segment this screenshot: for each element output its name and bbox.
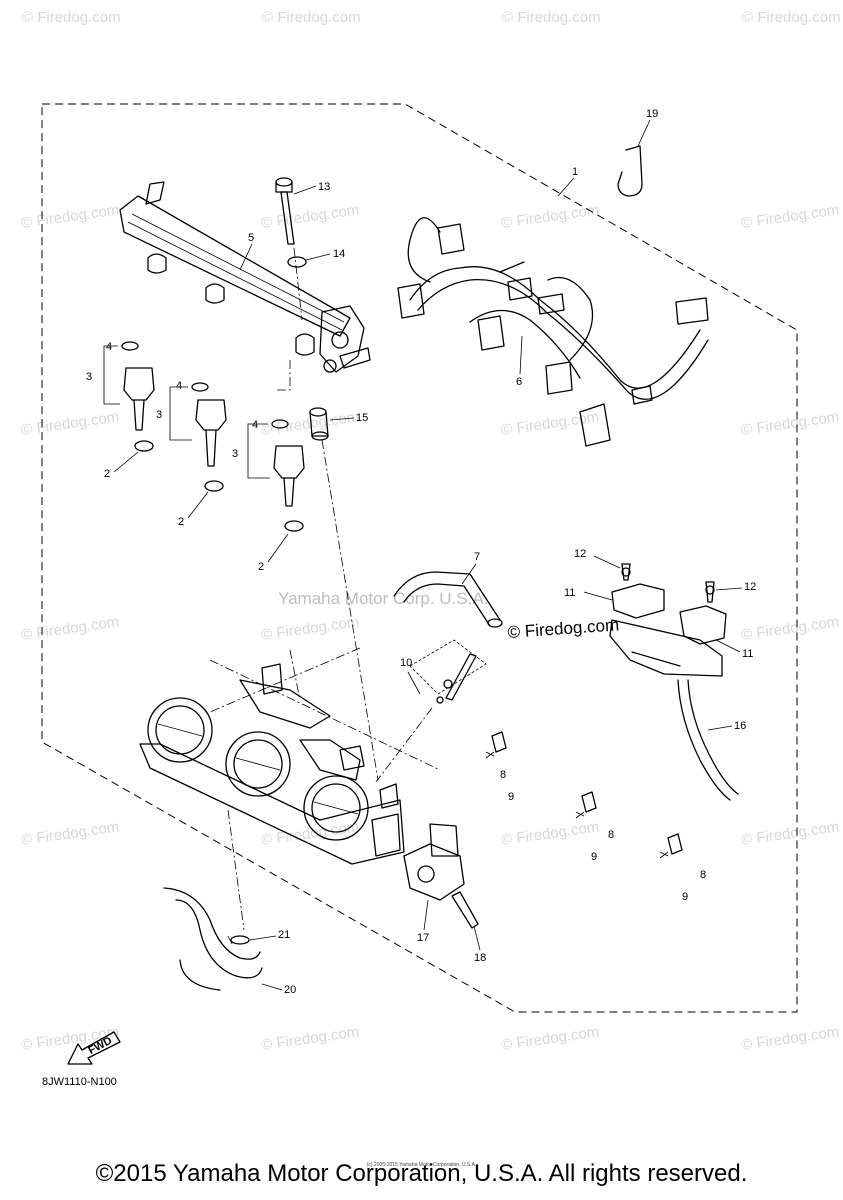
injector	[271, 419, 305, 532]
watermark-large: © Firedog.com	[507, 615, 620, 642]
watermark: © Firedog.com	[20, 818, 120, 849]
callout-number: 9	[508, 791, 514, 803]
copyright-watermark: Yamaha Motor Corp. U.S.A.	[278, 589, 488, 608]
callout-number: 6	[516, 376, 522, 388]
fwd-label: FWD	[86, 1035, 114, 1057]
vacuum-cap	[659, 833, 683, 859]
callout-number: 18	[474, 952, 486, 964]
callout-number: 21	[278, 929, 290, 941]
leader-line	[293, 247, 303, 321]
watermark: © Firedog.com	[500, 818, 600, 849]
callout-number: 1	[572, 166, 578, 178]
fine-print: (c) 2005-2015 Yamaha Motor Corporation, …	[366, 1162, 477, 1168]
callout-number: 17	[417, 932, 429, 944]
callout-number: 8	[608, 829, 614, 841]
copyright-footer: ©2015 Yamaha Motor Corporation, U.S.A. A…	[95, 1160, 748, 1187]
bolt	[275, 177, 295, 245]
callout-number: 4	[176, 380, 182, 392]
watermark: © Firedog.com	[262, 9, 361, 26]
callout-number: 4	[252, 419, 258, 431]
watermark: © Firedog.com	[20, 613, 120, 644]
callout-number: 4	[106, 341, 112, 353]
callout-number: 8	[500, 769, 506, 781]
callout-number: 13	[318, 181, 330, 193]
watermark: © Firedog.com	[22, 9, 121, 26]
callout-number: 7	[474, 551, 480, 563]
callout-number: 12	[744, 581, 756, 593]
callout-number: 9	[682, 891, 688, 903]
callout-number: 20	[284, 984, 296, 996]
sensor-bracket	[609, 563, 727, 677]
group-bracket	[169, 386, 192, 441]
callout-number: 19	[646, 108, 658, 120]
watermark: © Firedog.com	[20, 201, 120, 232]
callout-number: 8	[700, 869, 706, 881]
watermark: © Firedog.com	[740, 613, 840, 644]
callout-number: 16	[734, 720, 746, 732]
callout-number: 9	[591, 851, 597, 863]
wire-harness	[397, 217, 709, 447]
vacuum-cap	[575, 791, 597, 819]
callouts: 1 2 2 2 3 3 3 4 4 4 5 6 7 8 8 8 9 9 9 10…	[86, 108, 756, 996]
throttle-body	[139, 663, 405, 865]
watermark: © Firedog.com	[260, 613, 360, 644]
watermark: © Firedog.com	[260, 201, 360, 232]
forward-arrow-icon: FWD	[64, 1028, 124, 1073]
leader-line	[321, 439, 379, 781]
hose-clamp	[227, 935, 250, 945]
group-bracket	[247, 423, 270, 479]
callout-number: 3	[86, 371, 92, 383]
callout-number: 14	[333, 248, 345, 260]
callout-number: 3	[232, 448, 238, 460]
watermark: © Firedog.com	[20, 408, 120, 439]
watermark: © Firedog.com	[740, 201, 840, 232]
fuel-rail	[119, 181, 371, 373]
collar	[309, 407, 329, 441]
callout-number: 2	[104, 468, 110, 480]
vacuum-cap	[485, 731, 507, 759]
leader-line	[209, 647, 361, 713]
watermark: © Firedog.com	[500, 408, 600, 439]
leader-line	[289, 649, 301, 701]
leader-line	[227, 809, 245, 931]
diagram-code: 8JW1110-N100	[42, 1076, 117, 1088]
callout-number: 2	[178, 516, 184, 528]
watermark: © Firedog.com	[502, 9, 601, 26]
callout-number: 10	[400, 657, 412, 669]
wire-hook	[617, 145, 643, 197]
screw	[451, 891, 479, 929]
callout-number: 11	[742, 648, 753, 660]
callout-number: 15	[356, 412, 368, 424]
hose	[677, 679, 731, 801]
injector	[191, 382, 227, 492]
leader-line	[375, 707, 433, 783]
bolt-kit	[409, 639, 487, 704]
hose	[393, 571, 503, 628]
callout-number: 5	[248, 232, 254, 244]
watermark: © Firedog.com	[260, 1023, 360, 1054]
leader-line	[209, 659, 441, 771]
washer	[287, 256, 307, 268]
watermark: © Firedog.com	[500, 1023, 600, 1054]
injector	[121, 341, 155, 452]
callout-number: 3	[156, 409, 162, 421]
hose	[687, 679, 739, 795]
throttle-position-sensor	[403, 823, 465, 901]
callout-number: 11	[564, 587, 575, 599]
watermark: © Firedog.com	[740, 1023, 840, 1054]
assembly-boundary	[41, 103, 798, 1013]
callout-number: 2	[258, 561, 264, 573]
watermark: © Firedog.com	[740, 818, 840, 849]
leader-line	[274, 360, 291, 391]
callout-number: 12	[574, 548, 586, 560]
watermark: © Firedog.com	[740, 408, 840, 439]
group-bracket	[103, 345, 120, 405]
watermark: © Firedog.com	[500, 201, 600, 232]
watermark: © Firedog.com	[742, 9, 841, 26]
hose	[163, 887, 263, 991]
watermark-layer: © Firedog.com © Firedog.com © Firedog.co…	[20, 9, 840, 1054]
